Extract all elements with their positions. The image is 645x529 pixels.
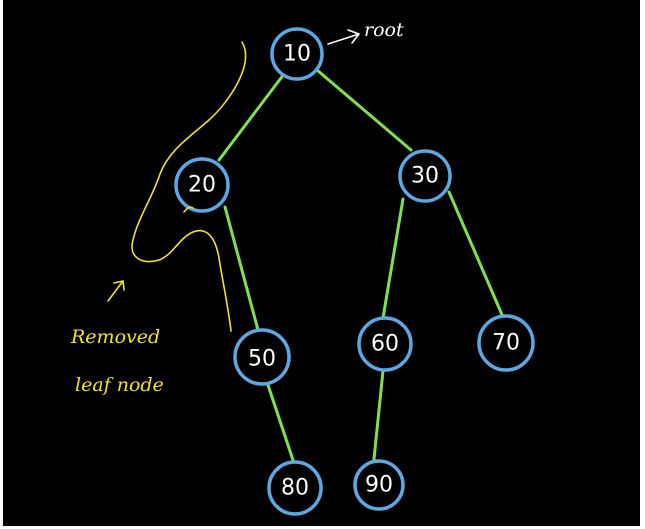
- node-circle: [270, 27, 324, 81]
- node-circle: [353, 459, 405, 511]
- edge-60-90: [372, 369, 385, 461]
- node-circle: [174, 157, 230, 213]
- tree-diagram: 10 20 30 50 60 70: [70, 19, 535, 516]
- root-annotation: root: [327, 19, 404, 45]
- node-label: 60: [371, 332, 399, 357]
- tree-node-90: 90: [353, 459, 405, 511]
- note-line-1: Removed: [70, 326, 160, 348]
- node-label: 50: [248, 347, 276, 372]
- tree-node-70: 70: [477, 314, 535, 372]
- tree-node-20: 20: [174, 157, 230, 213]
- edge-20-50: [223, 205, 260, 332]
- tree-node-80: 80: [267, 460, 323, 516]
- drawing-board: 10 20 30 50 60 70: [3, 0, 640, 526]
- node-label: 70: [492, 331, 520, 356]
- node-label: 10: [283, 42, 311, 67]
- tree-node-10: 10: [270, 27, 324, 81]
- edge-50-80: [265, 380, 296, 465]
- node-circle: [398, 149, 452, 203]
- root-arrow-icon: [327, 29, 360, 45]
- edge-30-60: [381, 197, 405, 320]
- edge-10-30: [315, 68, 413, 152]
- node-label: 90: [365, 473, 393, 498]
- edge-10-20: [217, 72, 286, 162]
- removed-leaf-tick: [183, 206, 194, 213]
- note-line-2: leaf node: [75, 374, 164, 396]
- root-label: root: [364, 19, 404, 41]
- edge-30-70: [447, 190, 505, 319]
- tree-node-30: 30: [398, 149, 452, 203]
- tree-node-60: 60: [357, 316, 413, 372]
- removed-leaf-outline: [131, 41, 247, 332]
- node-label: 30: [411, 164, 439, 189]
- removed-leaf-annotation: Removed leaf node: [70, 41, 247, 396]
- tree-node-50: 50: [233, 328, 291, 386]
- node-circle: [477, 314, 535, 372]
- edges: [217, 68, 505, 465]
- node-circle: [357, 316, 413, 372]
- node-circle: [267, 460, 323, 516]
- node-label: 80: [281, 476, 309, 501]
- node-label: 20: [188, 173, 216, 198]
- node-circle: [233, 328, 291, 386]
- note-arrow-icon: [107, 280, 125, 302]
